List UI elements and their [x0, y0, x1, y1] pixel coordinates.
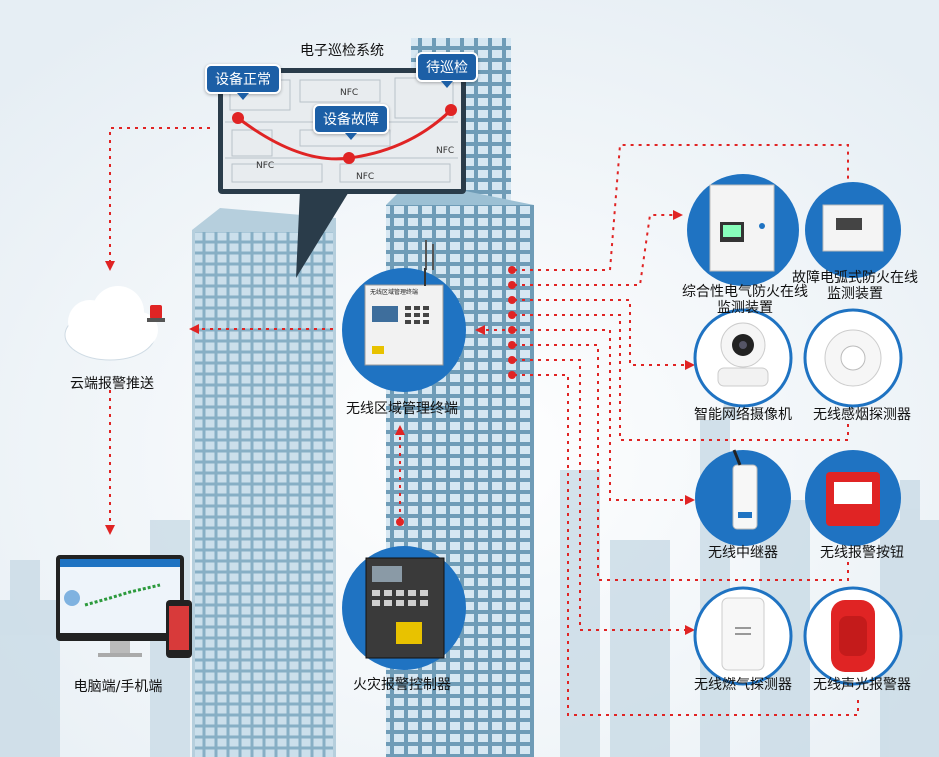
device-smoke-detector: [803, 308, 903, 408]
device-alarm-button: [805, 450, 901, 546]
nfc-label: NFC: [256, 161, 275, 171]
device-label-camera: 智能网络摄像机: [694, 407, 792, 423]
computer-phone-icon: [56, 555, 192, 658]
tag-device-fault: 设备故障: [313, 104, 389, 140]
pc-phone-label: 电脑端/手机端: [73, 679, 163, 695]
device-label-repeater: 无线中继器: [708, 545, 778, 561]
tag-pending-patrol: 待巡检: [416, 52, 478, 88]
patrol-point-fault: [343, 152, 355, 164]
device-electrical-monitor: [687, 174, 799, 286]
nfc-label: NFC: [340, 88, 359, 98]
patrol-point-normal: [232, 112, 244, 124]
connection-lines: [105, 127, 859, 716]
device-label-gas: 无线燃气探测器: [694, 677, 792, 693]
terminal-panel-text: 无线区域管理终端: [370, 289, 419, 296]
device-repeater: [695, 449, 791, 546]
device-label-electrical: 综合性电气防火在线监测装置: [682, 284, 808, 316]
device-camera: [693, 308, 793, 408]
device-arc-fault-monitor: [805, 182, 901, 278]
patrol-point-pending: [445, 104, 457, 116]
device-label-smoke: 无线感烟探测器: [813, 407, 911, 423]
tag-device-normal: 设备正常: [205, 64, 281, 100]
device-gas-detector: [693, 586, 793, 686]
terminal-device: [342, 268, 466, 392]
device-label-alarm-button: 无线报警按钮: [820, 545, 904, 561]
cloud-label: 云端报警推送: [70, 376, 154, 392]
left-building: [192, 208, 336, 757]
bus-nodes: [396, 266, 516, 526]
patrol-system-title: 电子巡检系统: [300, 43, 384, 59]
terminal-label: 无线区域管理终端: [346, 401, 458, 417]
device-sound-light-alarm: [803, 586, 903, 686]
device-label-arc-fault: 故障电弧式防火在线监测装置: [792, 270, 918, 302]
controller-label: 火灾报警控制器: [353, 677, 451, 693]
nfc-label: NFC: [356, 172, 375, 182]
cloud-icon: [64, 286, 165, 361]
fire-controller-device: [342, 546, 466, 670]
device-label-sound-light: 无线声光报警器: [813, 677, 911, 693]
nfc-label: NFC: [436, 146, 455, 156]
